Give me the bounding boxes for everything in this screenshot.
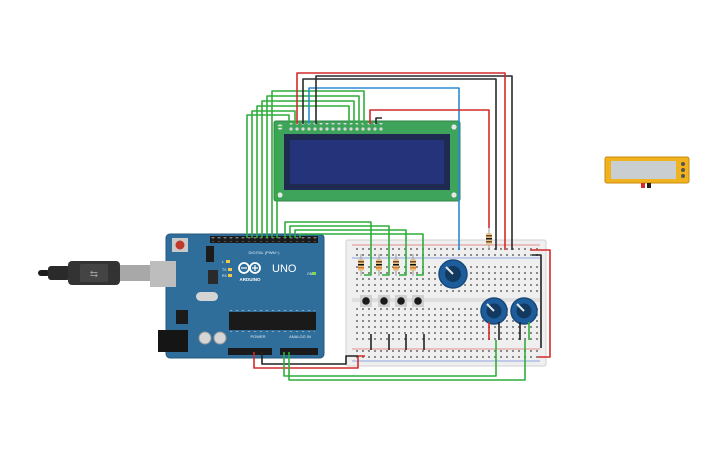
pushbutton[interactable] — [395, 295, 407, 307]
resistor[interactable] — [376, 254, 382, 276]
l-led-label: L — [222, 260, 224, 264]
capacitor — [198, 331, 212, 345]
capacitor — [213, 331, 227, 345]
power-header — [228, 348, 272, 355]
resistor[interactable] — [393, 254, 399, 276]
arduino-brand-label: ARDUINO — [240, 277, 261, 282]
resistor[interactable] — [358, 254, 364, 276]
tx-led-label: TX — [222, 268, 227, 272]
resistors[interactable] — [358, 228, 492, 276]
resistor[interactable] — [486, 228, 492, 250]
pushbuttons[interactable] — [360, 295, 424, 307]
analog-label: ANALOG IN — [289, 334, 311, 339]
arduino-logo — [238, 262, 261, 274]
power-label: POWER — [250, 334, 265, 339]
uno-label: UNO — [272, 263, 297, 275]
pushbutton[interactable] — [412, 295, 424, 307]
pushbutton[interactable] — [360, 295, 372, 307]
multimeter-probe-black[interactable] — [647, 183, 651, 188]
rx-led-label: RX — [222, 274, 228, 278]
crystal — [196, 292, 218, 301]
multimeter[interactable] — [604, 156, 690, 188]
potentiometer[interactable] — [510, 297, 538, 325]
wires[interactable] — [246, 72, 551, 381]
analog-header — [280, 348, 318, 355]
usb-symbol-icon: ⇆ — [90, 269, 98, 280]
reset-button[interactable] — [175, 240, 185, 250]
potentiometer[interactable] — [438, 259, 468, 289]
lcd-16x2-display[interactable] — [273, 120, 461, 202]
usb-jack — [150, 261, 176, 287]
on-led-label: ON — [307, 272, 313, 276]
digital-label: DIGITAL (PWM~) — [249, 250, 281, 255]
lcd-screen — [290, 140, 444, 184]
atmega-chip — [229, 312, 316, 330]
multimeter-probe-red[interactable] — [641, 183, 645, 188]
lcd-pin-header — [288, 123, 384, 131]
potentiometer[interactable] — [480, 297, 508, 325]
resistor[interactable] — [410, 254, 416, 276]
power-jack — [158, 330, 188, 352]
arduino-uno-board[interactable]: DIGITAL (PWM~) UNO ARDUINO L TX RX ON — [150, 233, 325, 359]
pushbutton[interactable] — [378, 295, 390, 307]
